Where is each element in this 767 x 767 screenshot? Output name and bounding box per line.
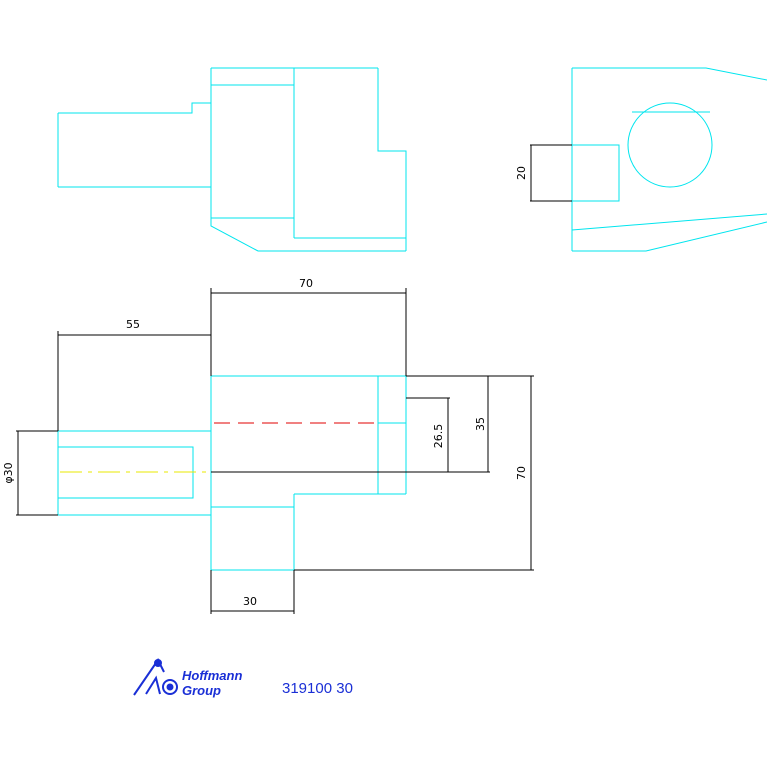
dim-20-label: 20 bbox=[515, 166, 528, 180]
dim-70-top-label: 70 bbox=[299, 277, 313, 290]
dim-55-label: 55 bbox=[126, 318, 140, 331]
dim-26-5-label: 26.5 bbox=[432, 424, 445, 449]
side-view: 20 bbox=[515, 67, 767, 252]
logo-text-hoffmann: Hoffmann bbox=[182, 668, 242, 683]
dim-30-label: 30 bbox=[243, 595, 257, 608]
hoffmann-group-logo-icon bbox=[133, 658, 178, 696]
front-view bbox=[57, 375, 490, 571]
dimensions: 70 55 φ30 26.5 35 70 30 bbox=[2, 277, 534, 614]
dim-35-label: 35 bbox=[474, 417, 487, 431]
dim-phi30-label: φ30 bbox=[2, 462, 15, 483]
part-number: 319100 30 bbox=[282, 680, 353, 697]
top-view bbox=[57, 67, 407, 252]
title-block: Hoffmann Group 319100 30 bbox=[133, 658, 353, 698]
dim-70-right-label: 70 bbox=[515, 466, 528, 480]
logo-text-group: Group bbox=[182, 683, 221, 698]
